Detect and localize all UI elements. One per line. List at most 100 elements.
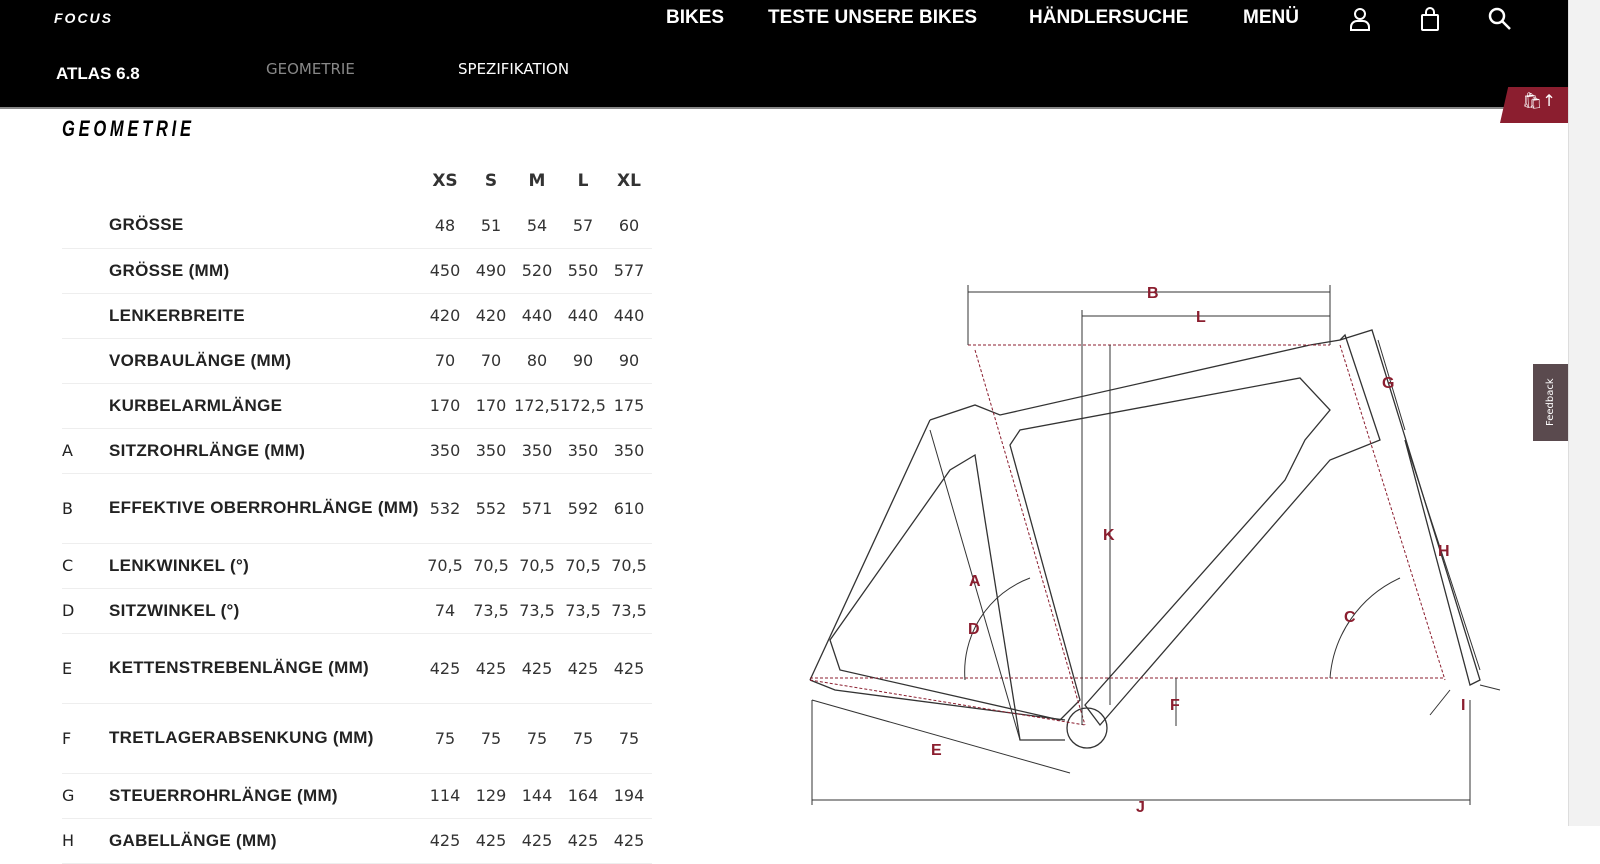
cart-icon[interactable] (1417, 6, 1443, 32)
row-value: 552 (468, 473, 514, 544)
row-value: 425 (514, 633, 560, 704)
row-letter (62, 383, 109, 429)
scrollbar[interactable] (1568, 0, 1600, 826)
row-label: KURBELARMLÄNGE (109, 383, 422, 429)
row-value: 90 (606, 338, 652, 384)
row-value: 425 (560, 818, 606, 864)
row-value: 51 (468, 203, 514, 249)
row-value: 75 (422, 703, 468, 774)
row-label: EFFEKTIVE OBERROHRLÄNGE (MM) (109, 473, 422, 544)
row-letter: B (62, 473, 109, 544)
row-label: SITZWINKEL (°) (109, 588, 422, 634)
label-e: E (931, 742, 942, 759)
label-f: F (1170, 697, 1180, 714)
row-value: 74 (422, 588, 468, 634)
row-value: 54 (514, 203, 560, 249)
model-name: ATLAS 6.8 (56, 64, 140, 83)
row-value: 425 (468, 633, 514, 704)
row-value: 60 (606, 203, 652, 249)
label-b: B (1147, 285, 1159, 302)
dimension-lines (811, 285, 1501, 805)
row-value: 48 (422, 203, 468, 249)
row-value: 440 (606, 293, 652, 339)
row-value: 73,5 (468, 588, 514, 634)
row-label: GABELLÄNGE (MM) (109, 818, 422, 864)
nav-test-bikes[interactable]: TESTE UNSERE BIKES (768, 7, 978, 28)
size-header: M (528, 170, 546, 191)
row-value: 73,5 (514, 588, 560, 634)
row-value: 490 (468, 248, 514, 294)
nav-menu[interactable]: MENÜ (1243, 7, 1299, 28)
row-value: 75 (468, 703, 514, 774)
user-icon[interactable] (1347, 6, 1373, 32)
row-letter (62, 293, 109, 339)
row-letter: H (62, 818, 109, 864)
row-value: 350 (422, 428, 468, 474)
row-value: 70,5 (606, 543, 652, 589)
row-value: 425 (422, 818, 468, 864)
row-value: 114 (422, 773, 468, 819)
label-d: D (968, 621, 980, 638)
label-g: G (1382, 375, 1394, 392)
row-value: 144 (514, 773, 560, 819)
row-value: 73,5 (560, 588, 606, 634)
row-value: 73,5 (606, 588, 652, 634)
red-reference-lines (809, 344, 1446, 726)
size-header: XS (432, 170, 458, 191)
row-value: 425 (514, 818, 560, 864)
nav-bikes[interactable]: BIKES (666, 7, 725, 28)
bike-geometry-diagram: B L G K H A D C F I E J (809, 285, 1501, 816)
row-label: LENKWINKEL (°) (109, 543, 422, 589)
row-value: 592 (560, 473, 606, 544)
row-value: 425 (560, 633, 606, 704)
frame-outline (809, 329, 1481, 749)
row-letter: C (62, 543, 109, 589)
row-value: 172,5 (514, 383, 560, 429)
label-c: C (1344, 609, 1356, 626)
top-nav-bar: FOCUS BIKES TESTE UNSERE BIKES HÄNDLERSU… (0, 0, 1568, 109)
row-value: 440 (560, 293, 606, 339)
label-h: H (1438, 543, 1450, 560)
row-value: 172,5 (560, 383, 606, 429)
row-value: 70,5 (468, 543, 514, 589)
row-value: 350 (560, 428, 606, 474)
label-l: L (1196, 309, 1206, 326)
row-value: 571 (514, 473, 560, 544)
size-header-row: XS S M L XL (62, 158, 652, 203)
row-value: 425 (422, 633, 468, 704)
row-value: 520 (514, 248, 560, 294)
row-label: KETTENSTREBENLÄNGE (MM) (109, 633, 422, 704)
row-letter: G (62, 773, 109, 819)
row-value: 350 (514, 428, 560, 474)
row-letter: F (62, 703, 109, 774)
nav-dealer-search[interactable]: HÄNDLERSUCHE (1029, 7, 1189, 28)
row-value: 90 (560, 338, 606, 384)
row-label: SITZROHRLÄNGE (MM) (109, 428, 422, 474)
row-label: GRÖSSE (MM) (109, 248, 422, 294)
size-header: XL (617, 170, 641, 191)
row-value: 75 (606, 703, 652, 774)
row-value: 425 (468, 818, 514, 864)
row-label: LENKERBREITE (109, 293, 422, 339)
row-value: 194 (606, 773, 652, 819)
row-value: 440 (514, 293, 560, 339)
tab-geometrie[interactable]: GEOMETRIE (266, 60, 355, 78)
size-header: L (577, 170, 589, 191)
focus-logo[interactable]: FOCUS (54, 10, 113, 26)
tab-spezifikation[interactable]: SPEZIFIKATION (458, 60, 570, 78)
row-value: 532 (422, 473, 468, 544)
search-icon[interactable] (1487, 6, 1513, 32)
cart-scroll-top-button[interactable]: 🛍↑ (1500, 87, 1568, 123)
size-header: S (484, 170, 498, 191)
row-value: 550 (560, 248, 606, 294)
row-value: 80 (514, 338, 560, 384)
row-value: 129 (468, 773, 514, 819)
